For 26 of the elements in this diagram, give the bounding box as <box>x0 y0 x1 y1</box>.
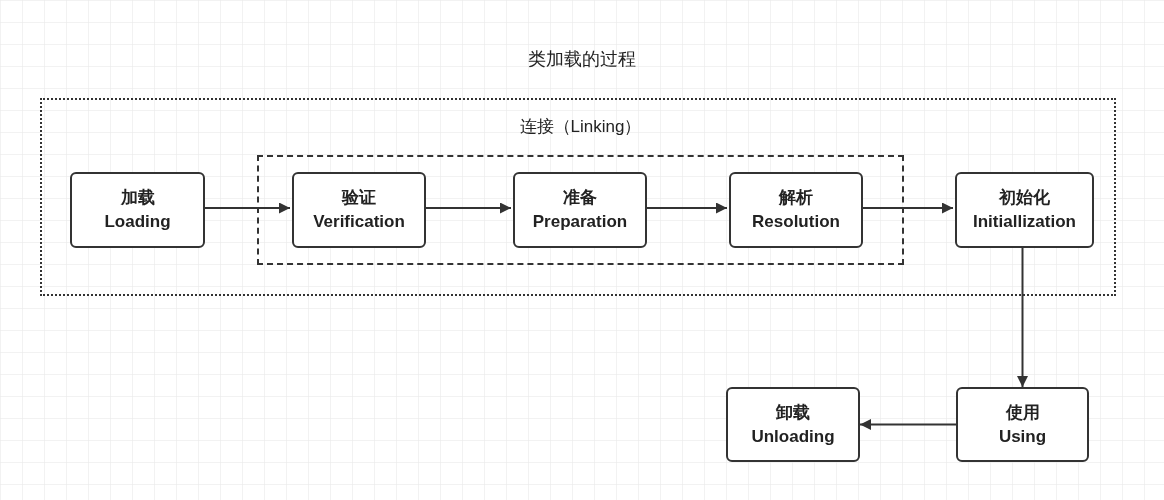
process-box <box>292 172 426 248</box>
process-box <box>513 172 647 248</box>
box-label: Preparation <box>532 211 628 233</box>
box-label: Verification <box>313 211 405 233</box>
box-label: 验证 <box>342 187 376 209</box>
arrow <box>859 419 957 430</box>
box-label: 卸载 <box>776 401 810 424</box>
process-box <box>956 387 1089 462</box>
box-label: 准备 <box>563 187 597 209</box>
group-frame <box>40 98 1116 296</box>
process-box <box>955 172 1094 248</box>
box-label: Unloading <box>751 425 835 448</box>
box-label: Initiallization <box>973 211 1076 233</box>
arrow <box>1017 245 1028 388</box>
box-label: Using <box>998 425 1047 448</box>
diagram-title: 类加载的过程 <box>528 48 636 71</box>
process-box <box>729 172 863 248</box>
box-label: 解析 <box>779 187 813 209</box>
box-label: 初始化 <box>999 187 1050 209</box>
process-box <box>726 387 860 462</box>
process-box <box>70 172 205 248</box>
box-label: 加载 <box>120 187 155 209</box>
group-heading: 连接（Linking） <box>519 116 642 138</box>
box-label: Resolution <box>752 211 840 233</box>
box-label: Loading <box>104 211 171 233</box>
box-label: 使用 <box>1005 401 1040 424</box>
